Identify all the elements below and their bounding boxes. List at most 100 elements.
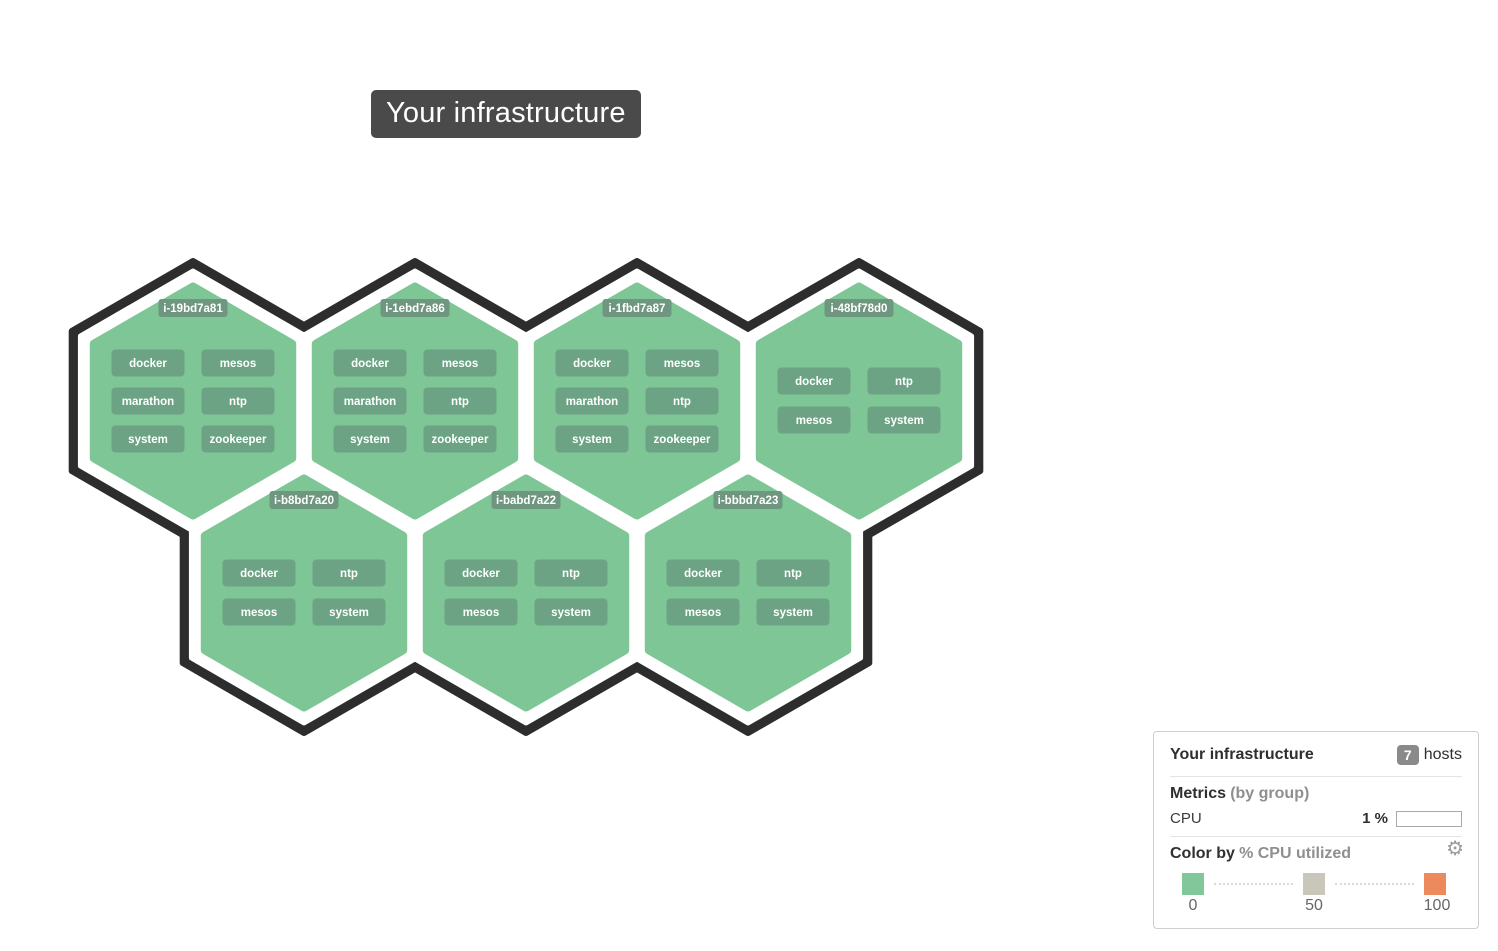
host-id-label: i-48bf78d0 [831, 303, 888, 315]
metric-value: 1 % [1362, 810, 1388, 827]
service-tag[interactable] [534, 598, 608, 626]
panel-title: Your infrastructure [1170, 746, 1314, 763]
scale-swatch-max [1424, 873, 1446, 895]
color-by-heading: Color by % CPU utilized ⚙ [1170, 839, 1464, 863]
service-tag[interactable] [333, 349, 407, 377]
service-tag[interactable] [201, 349, 275, 377]
service-tag[interactable] [201, 387, 275, 415]
service-tag[interactable] [756, 598, 830, 626]
service-tag[interactable] [423, 387, 497, 415]
service-tag[interactable] [555, 387, 629, 415]
service-tag-label: zookeeper [654, 434, 711, 446]
metric-row-cpu[interactable]: CPU 1 % [1170, 810, 1462, 827]
service-tag-label: system [572, 434, 612, 446]
service-tag-label: ntp [451, 396, 469, 408]
service-tag-label: system [128, 434, 168, 446]
scale-label-mid: 50 [1305, 897, 1323, 914]
metrics-heading: Metrics (by group) [1170, 785, 1462, 803]
service-tag[interactable] [222, 598, 296, 626]
host-id-label: i-babd7a22 [496, 495, 556, 507]
service-tag[interactable] [444, 559, 518, 587]
panel-header: Your infrastructure 7 hosts [1170, 745, 1462, 777]
color-by-section: Color by % CPU utilized ⚙ 0 50 100 [1170, 837, 1464, 915]
service-tag-label: zookeeper [210, 434, 267, 446]
service-tag-label: mesos [796, 415, 832, 427]
service-tag-label: mesos [442, 358, 478, 370]
host-id-badge [824, 299, 894, 317]
service-tag[interactable] [201, 425, 275, 453]
infrastructure-title-banner: Your infrastructure [371, 90, 641, 138]
host-count: 7 hosts [1396, 745, 1462, 765]
service-tag[interactable] [666, 559, 740, 587]
service-tag-label: ntp [562, 568, 580, 580]
service-tag[interactable] [555, 349, 629, 377]
service-tag[interactable] [645, 349, 719, 377]
host-id-badge [269, 491, 339, 509]
service-tag[interactable] [333, 387, 407, 415]
host-id-badge [491, 491, 561, 509]
service-tag-label: system [884, 415, 924, 427]
service-tag[interactable] [312, 559, 386, 587]
scale-swatch-min [1182, 873, 1204, 895]
host-id-badge [713, 491, 783, 509]
metric-value-group: 1 % [1362, 810, 1462, 827]
service-tag-label: system [350, 434, 390, 446]
service-tag-label: marathon [122, 396, 174, 408]
service-tag[interactable] [111, 425, 185, 453]
host-id-label: i-b8bd7a20 [274, 495, 334, 507]
service-tag-label: system [551, 607, 591, 619]
service-tag[interactable] [534, 559, 608, 587]
service-tag[interactable] [423, 425, 497, 453]
host-id-label: i-1fbd7a87 [609, 303, 666, 315]
service-tag-label: ntp [229, 396, 247, 408]
service-tag[interactable] [423, 349, 497, 377]
service-tag-label: ntp [895, 376, 913, 388]
service-tag[interactable] [645, 387, 719, 415]
service-tag[interactable] [111, 349, 185, 377]
service-tag-label: docker [129, 358, 167, 370]
metrics-sublabel: (by group) [1230, 785, 1310, 802]
service-tag[interactable] [645, 425, 719, 453]
service-tag-label: system [773, 607, 813, 619]
host-id-badge [602, 299, 672, 317]
service-tag-label: mesos [220, 358, 256, 370]
service-tag-label: zookeeper [432, 434, 489, 446]
service-tag[interactable] [111, 387, 185, 415]
service-tag-label: system [329, 607, 369, 619]
service-tag[interactable] [555, 425, 629, 453]
service-tag[interactable] [666, 598, 740, 626]
service-tag-label: mesos [664, 358, 700, 370]
scale-label-max: 100 [1423, 897, 1451, 914]
service-tag[interactable] [333, 425, 407, 453]
metric-value-bar [1396, 810, 1462, 827]
host-count-label: hosts [1423, 746, 1462, 763]
infrastructure-panel: Your infrastructure 7 hosts Metrics (by … [1153, 731, 1479, 929]
service-tag[interactable] [756, 559, 830, 587]
service-tag[interactable] [312, 598, 386, 626]
settings-gear-icon[interactable]: ⚙ [1446, 838, 1464, 860]
service-tag[interactable] [867, 367, 941, 395]
service-tag[interactable] [777, 367, 851, 395]
color-by-metric: % CPU utilized [1239, 845, 1352, 862]
service-tag[interactable] [867, 406, 941, 434]
color-scale: 0 50 100 [1170, 873, 1462, 915]
service-tag-label: docker [240, 568, 278, 580]
scale-dots-left [1214, 883, 1293, 885]
color-by-label: Color by [1170, 845, 1235, 862]
service-tag-label: marathon [344, 396, 396, 408]
service-tag-label: ntp [784, 568, 802, 580]
host-count-badge: 7 [1396, 745, 1419, 765]
host-hexagon[interactable]: i-19bd7a81 docker mesos marathon ntp system zo… [89, 282, 297, 520]
host-id-label: i-19bd7a81 [163, 303, 223, 315]
service-tag[interactable] [777, 406, 851, 434]
service-tag[interactable] [222, 559, 296, 587]
service-tag[interactable] [444, 598, 518, 626]
